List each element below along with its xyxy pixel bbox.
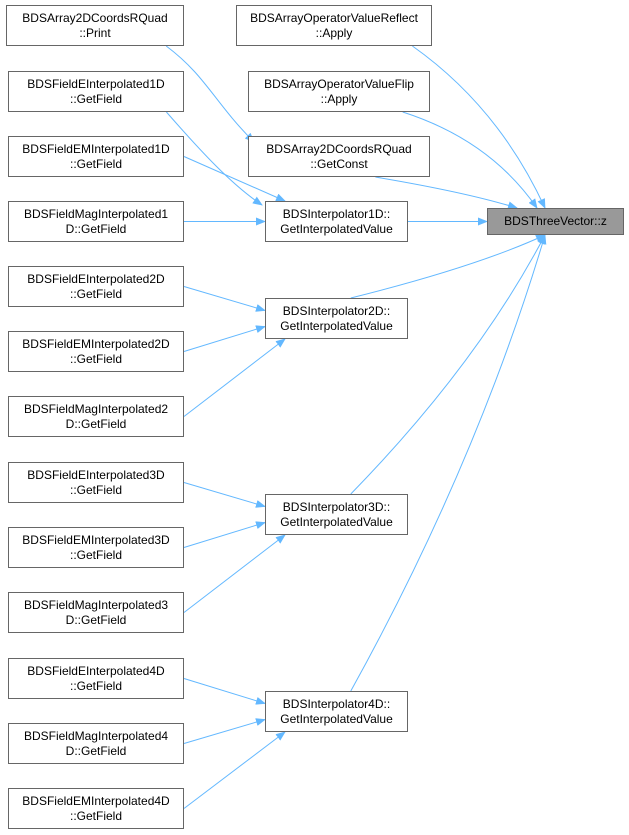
node-label-line: D::GetField: [65, 612, 127, 627]
node-label-line: BDSArray2DCoordsRQuad: [266, 141, 412, 156]
node-label-line: ::GetField: [69, 286, 123, 301]
node-fem2[interactable]: BDSFieldEMInterpolated2D::GetField: [8, 331, 184, 372]
edge-reflect-to-target: [412, 45, 546, 209]
node-label-line: ::Print: [79, 25, 111, 40]
node-label-line: BDSArrayOperatorValueReflect: [250, 10, 418, 25]
node-label-line: D::GetField: [65, 743, 127, 758]
node-label-line: ::GetField: [69, 91, 123, 106]
node-label-line: BDSInterpolator4D::: [282, 696, 391, 711]
edge-i4d-to-target: [350, 234, 547, 692]
node-label-line: BDSArrayOperatorValueFlip: [264, 76, 414, 91]
node-fem3[interactable]: BDSFieldEMInterpolated3D::GetField: [8, 527, 184, 568]
node-fem4[interactable]: BDSFieldEMInterpolated4D::GetField: [8, 788, 184, 829]
node-label-line: BDSInterpolator3D::: [282, 499, 391, 514]
edge-fe4-to-i4d: [183, 678, 266, 705]
node-i1d[interactable]: BDSInterpolator1D::GetInterpolatedValue: [265, 201, 408, 242]
node-label-line: ::GetField: [69, 156, 123, 171]
node-label-line: BDSFieldEMInterpolated4D: [22, 793, 170, 808]
node-label-line: ::GetField: [69, 808, 123, 823]
node-label-line: BDSFieldEMInterpolated3D: [22, 532, 170, 547]
edge-fem2-to-i2d: [183, 325, 266, 352]
node-fe1[interactable]: BDSFieldEInterpolated1D::GetField: [8, 71, 184, 112]
node-label-line: BDSFieldMagInterpolated4: [23, 728, 169, 743]
node-label-line: ::GetField: [69, 351, 123, 366]
edge-fe3-to-i3d: [183, 482, 266, 508]
node-target: BDSThreeVector::z: [487, 208, 624, 235]
node-label-line: GetInterpolatedValue: [280, 514, 393, 529]
edge-fm4-to-i4d: [183, 718, 266, 744]
node-label-line: GetInterpolatedValue: [280, 711, 393, 726]
node-i3d[interactable]: BDSInterpolator3D::GetInterpolatedValue: [265, 494, 408, 535]
node-label-line: BDSInterpolator1D::: [282, 206, 391, 221]
node-print[interactable]: BDSArray2DCoordsRQuad::Print: [6, 5, 184, 46]
node-label-line: D::GetField: [65, 416, 127, 431]
node-label-line: GetInterpolatedValue: [280, 221, 393, 236]
node-label-line: ::GetConst: [310, 156, 368, 171]
node-flip[interactable]: BDSArrayOperatorValueFlip::Apply: [248, 71, 430, 112]
edge-flip-to-target: [402, 111, 538, 209]
node-label-line: BDSFieldEInterpolated2D: [27, 271, 165, 286]
node-fe4[interactable]: BDSFieldEInterpolated4D::GetField: [8, 658, 184, 699]
edge-fm2-to-i2d: [183, 338, 286, 417]
edge-fe1-to-i1d: [166, 111, 263, 206]
node-reflect[interactable]: BDSArrayOperatorValueReflect::Apply: [236, 5, 432, 46]
edge-fm3-to-i3d: [183, 534, 286, 613]
node-label-line: BDSFieldEMInterpolated1D: [22, 141, 170, 156]
node-label-line: BDSFieldEMInterpolated2D: [22, 336, 170, 351]
node-label-line: BDSInterpolator2D::: [282, 303, 391, 318]
node-label-line: BDSFieldEInterpolated3D: [27, 467, 165, 482]
node-i2d[interactable]: BDSInterpolator2D::GetInterpolatedValue: [265, 298, 408, 339]
node-label-line: BDSFieldMagInterpolated3: [23, 597, 169, 612]
edge-print-to-getconst: [165, 45, 255, 143]
node-label-line: BDSFieldMagInterpolated2: [23, 401, 169, 416]
node-fem1[interactable]: BDSFieldEMInterpolated1D::GetField: [8, 136, 184, 177]
edge-fem1-to-i1d: [183, 156, 286, 202]
edge-fem4-to-i4d: [183, 731, 286, 809]
node-label-line: GetInterpolatedValue: [280, 318, 393, 333]
edge-i2d-to-target: [350, 234, 546, 299]
node-label-line: BDSArray2DCoordsRQuad: [22, 10, 168, 25]
node-label-line: BDSFieldMagInterpolated1: [23, 206, 169, 221]
node-fe2[interactable]: BDSFieldEInterpolated2D::GetField: [8, 266, 184, 307]
edge-fe2-to-i2d: [183, 286, 266, 312]
node-label-line: ::GetField: [69, 547, 123, 562]
node-label-line: ::GetField: [69, 678, 123, 693]
node-label-line: BDSThreeVector::z: [504, 214, 607, 228]
node-getconst[interactable]: BDSArray2DCoordsRQuad::GetConst: [248, 136, 430, 177]
node-label-line: BDSFieldEInterpolated1D: [27, 76, 165, 91]
node-i4d[interactable]: BDSInterpolator4D::GetInterpolatedValue: [265, 691, 408, 732]
node-label-line: ::Apply: [315, 25, 353, 40]
edge-getconst-to-target: [375, 176, 518, 210]
node-label-line: ::Apply: [320, 91, 358, 106]
node-label-line: D::GetField: [65, 221, 127, 236]
node-label-line: BDSFieldEInterpolated4D: [27, 663, 165, 678]
node-label-line: ::GetField: [69, 482, 123, 497]
edge-i3d-to-target: [350, 234, 546, 495]
node-fe3[interactable]: BDSFieldEInterpolated3D::GetField: [8, 462, 184, 503]
edge-fem3-to-i3d: [183, 521, 266, 548]
